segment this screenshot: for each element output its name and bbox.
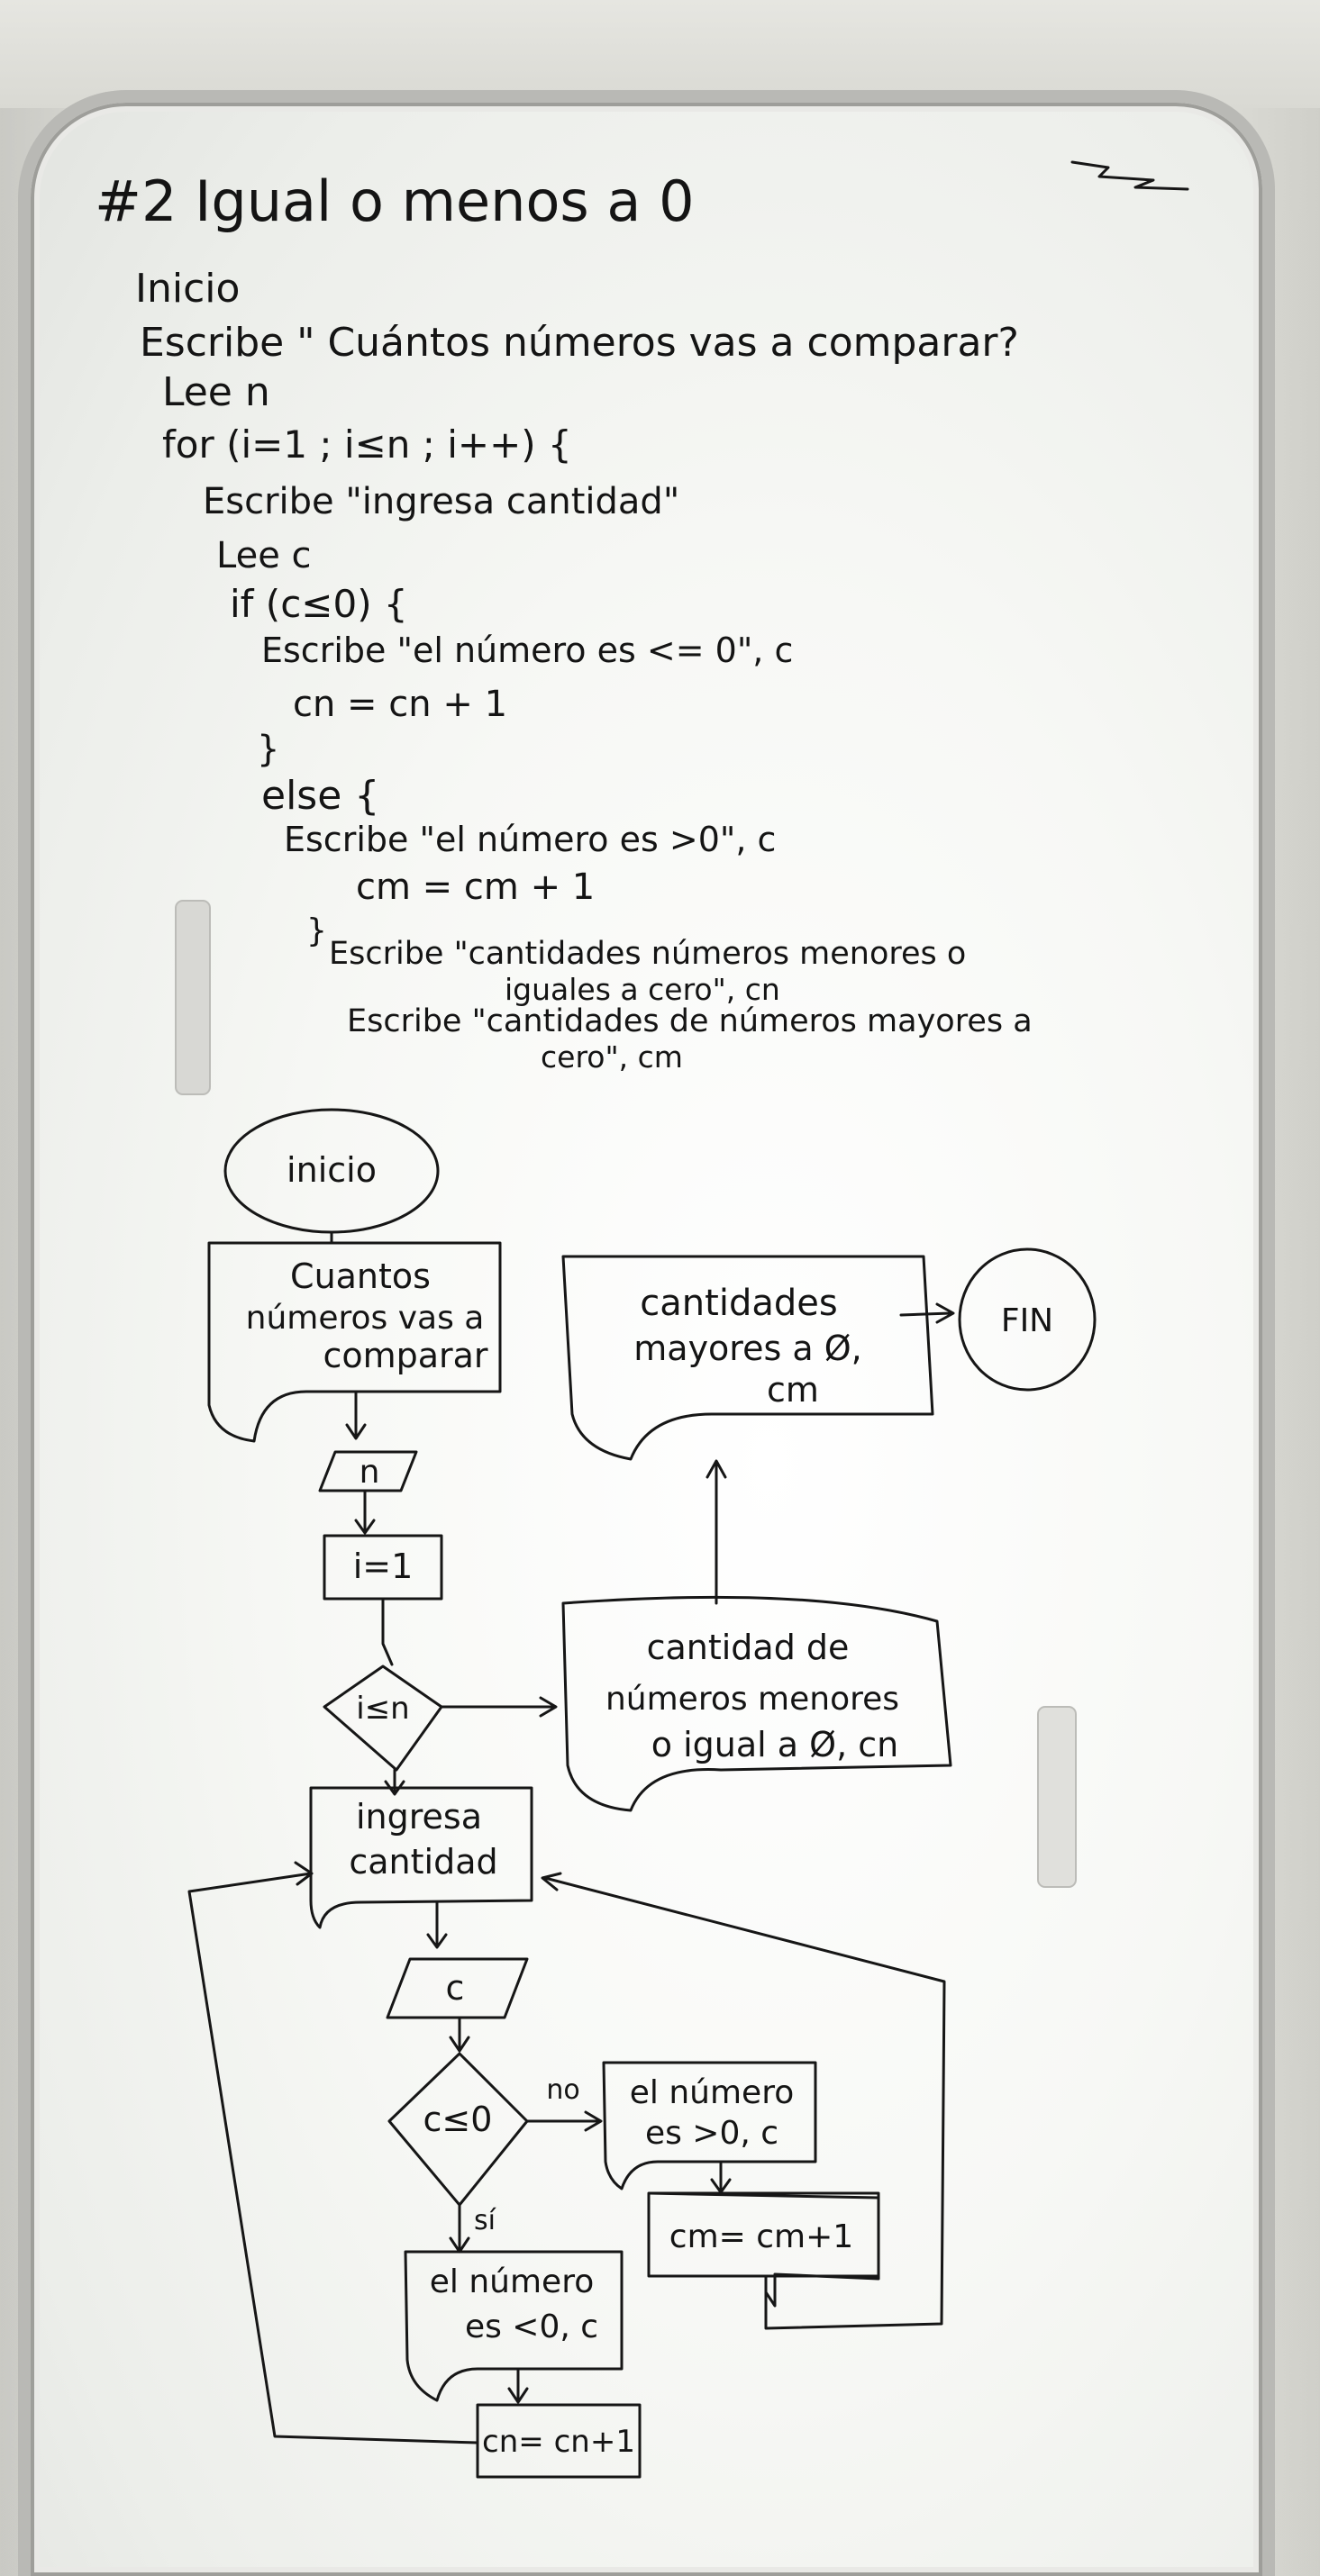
code-line: Escribe "cantidades de números mayores a xyxy=(347,1003,1033,1039)
pseudocode-block: Inicio Escribe " Cuántos números vas a c… xyxy=(135,266,1033,1075)
input-c-label: c xyxy=(446,1968,465,2008)
greater-count-display xyxy=(561,1255,934,1461)
cm-increment-label: cm= cm+1 xyxy=(669,2218,853,2255)
code-line: } xyxy=(306,912,327,949)
less-msg-line: es <0, c xyxy=(465,2308,598,2345)
arrow-up xyxy=(706,1459,727,1605)
question-display-box xyxy=(207,1241,502,1443)
heading-title: #2 Igual o menos a 0 xyxy=(95,168,695,234)
question-line: números vas a xyxy=(246,1300,485,1337)
loop-back-arrow-right xyxy=(541,1872,946,2330)
marker-scribble xyxy=(1070,160,1189,191)
code-line: Escribe "el número es <= 0", c xyxy=(261,630,793,670)
greater-msg-box xyxy=(602,2061,817,2191)
arrow xyxy=(345,1390,367,1440)
greater-count-line: cm xyxy=(767,1370,819,1410)
loop-back-arrow-left xyxy=(187,1861,479,2444)
less-count-line: cantidad de xyxy=(647,1628,850,1667)
yes-branch-label: sí xyxy=(474,2205,497,2236)
question-line: comparar xyxy=(323,1336,487,1375)
input-n-label: n xyxy=(360,1454,380,1491)
cn-increment-box xyxy=(476,2403,642,2479)
code-line: cero", cm xyxy=(541,1039,683,1075)
board-clip-left xyxy=(175,900,211,1095)
greater-count-line: mayores a Ø, xyxy=(633,1329,861,1368)
connector xyxy=(381,1597,394,1666)
prompt-display-box xyxy=(309,1786,533,1929)
code-line: Lee n xyxy=(162,369,270,415)
code-line: Escribe "cantidades números menores o xyxy=(329,936,966,972)
no-branch-label: no xyxy=(546,2074,579,2106)
code-line: cn = cn + 1 xyxy=(293,684,507,725)
arrow-no xyxy=(525,2110,603,2132)
arrow-to-fin xyxy=(899,1302,955,1324)
arrow xyxy=(354,1489,376,1535)
input-c-box xyxy=(386,1957,529,2019)
arrow xyxy=(426,1900,448,1949)
assign-i-label: i=1 xyxy=(353,1547,414,1586)
value-decision-label: c≤0 xyxy=(423,2100,493,2139)
arrow xyxy=(507,2369,529,2404)
code-line: if (c≤0) { xyxy=(230,582,408,626)
code-line: Escribe "ingresa cantidad" xyxy=(203,481,679,522)
arrow xyxy=(710,2162,732,2194)
end-terminal xyxy=(958,1247,1097,1392)
arrow-yes xyxy=(449,2203,470,2254)
board-clip-right xyxy=(1037,1706,1077,1888)
question-line: Cuantos xyxy=(290,1256,431,1296)
cn-increment-label: cn= cn+1 xyxy=(482,2424,635,2460)
start-label: inicio xyxy=(287,1150,377,1190)
code-line: for (i=1 ; i≤n ; i++) { xyxy=(162,422,572,467)
prompt-line: cantidad xyxy=(349,1842,497,1882)
arrow xyxy=(449,2016,470,2053)
arrow-exit-loop xyxy=(440,1696,558,1718)
less-count-line: o igual a Ø, cn xyxy=(651,1725,898,1764)
loop-decision xyxy=(323,1664,443,1772)
loop-decision-label: i≤n xyxy=(356,1691,409,1727)
code-line: Escribe "el número es >0", c xyxy=(284,820,776,859)
code-line: iguales a cero", cn xyxy=(505,972,780,1007)
arrow xyxy=(384,1768,405,1796)
less-count-line: números menores xyxy=(605,1681,899,1718)
less-count-display xyxy=(561,1595,952,1812)
end-label: FIN xyxy=(1001,1302,1053,1339)
code-line: else { xyxy=(261,773,379,819)
less-msg-box xyxy=(404,2250,624,2402)
code-line: Escribe " Cuántos números vas a comparar… xyxy=(140,320,1019,366)
code-line: cm = cm + 1 xyxy=(356,866,595,908)
code-line: Lee c xyxy=(216,535,312,576)
greater-msg-line: el número xyxy=(630,2074,794,2111)
less-msg-line: el número xyxy=(430,2263,594,2300)
input-n-box xyxy=(318,1450,418,1492)
greater-msg-line: es >0, c xyxy=(645,2115,778,2152)
code-line: } xyxy=(257,729,279,770)
code-line: Inicio xyxy=(135,266,240,312)
cm-increment-rect xyxy=(647,2191,880,2278)
prompt-line: ingresa xyxy=(356,1797,482,1837)
greater-count-line: cantidades xyxy=(640,1283,837,1324)
